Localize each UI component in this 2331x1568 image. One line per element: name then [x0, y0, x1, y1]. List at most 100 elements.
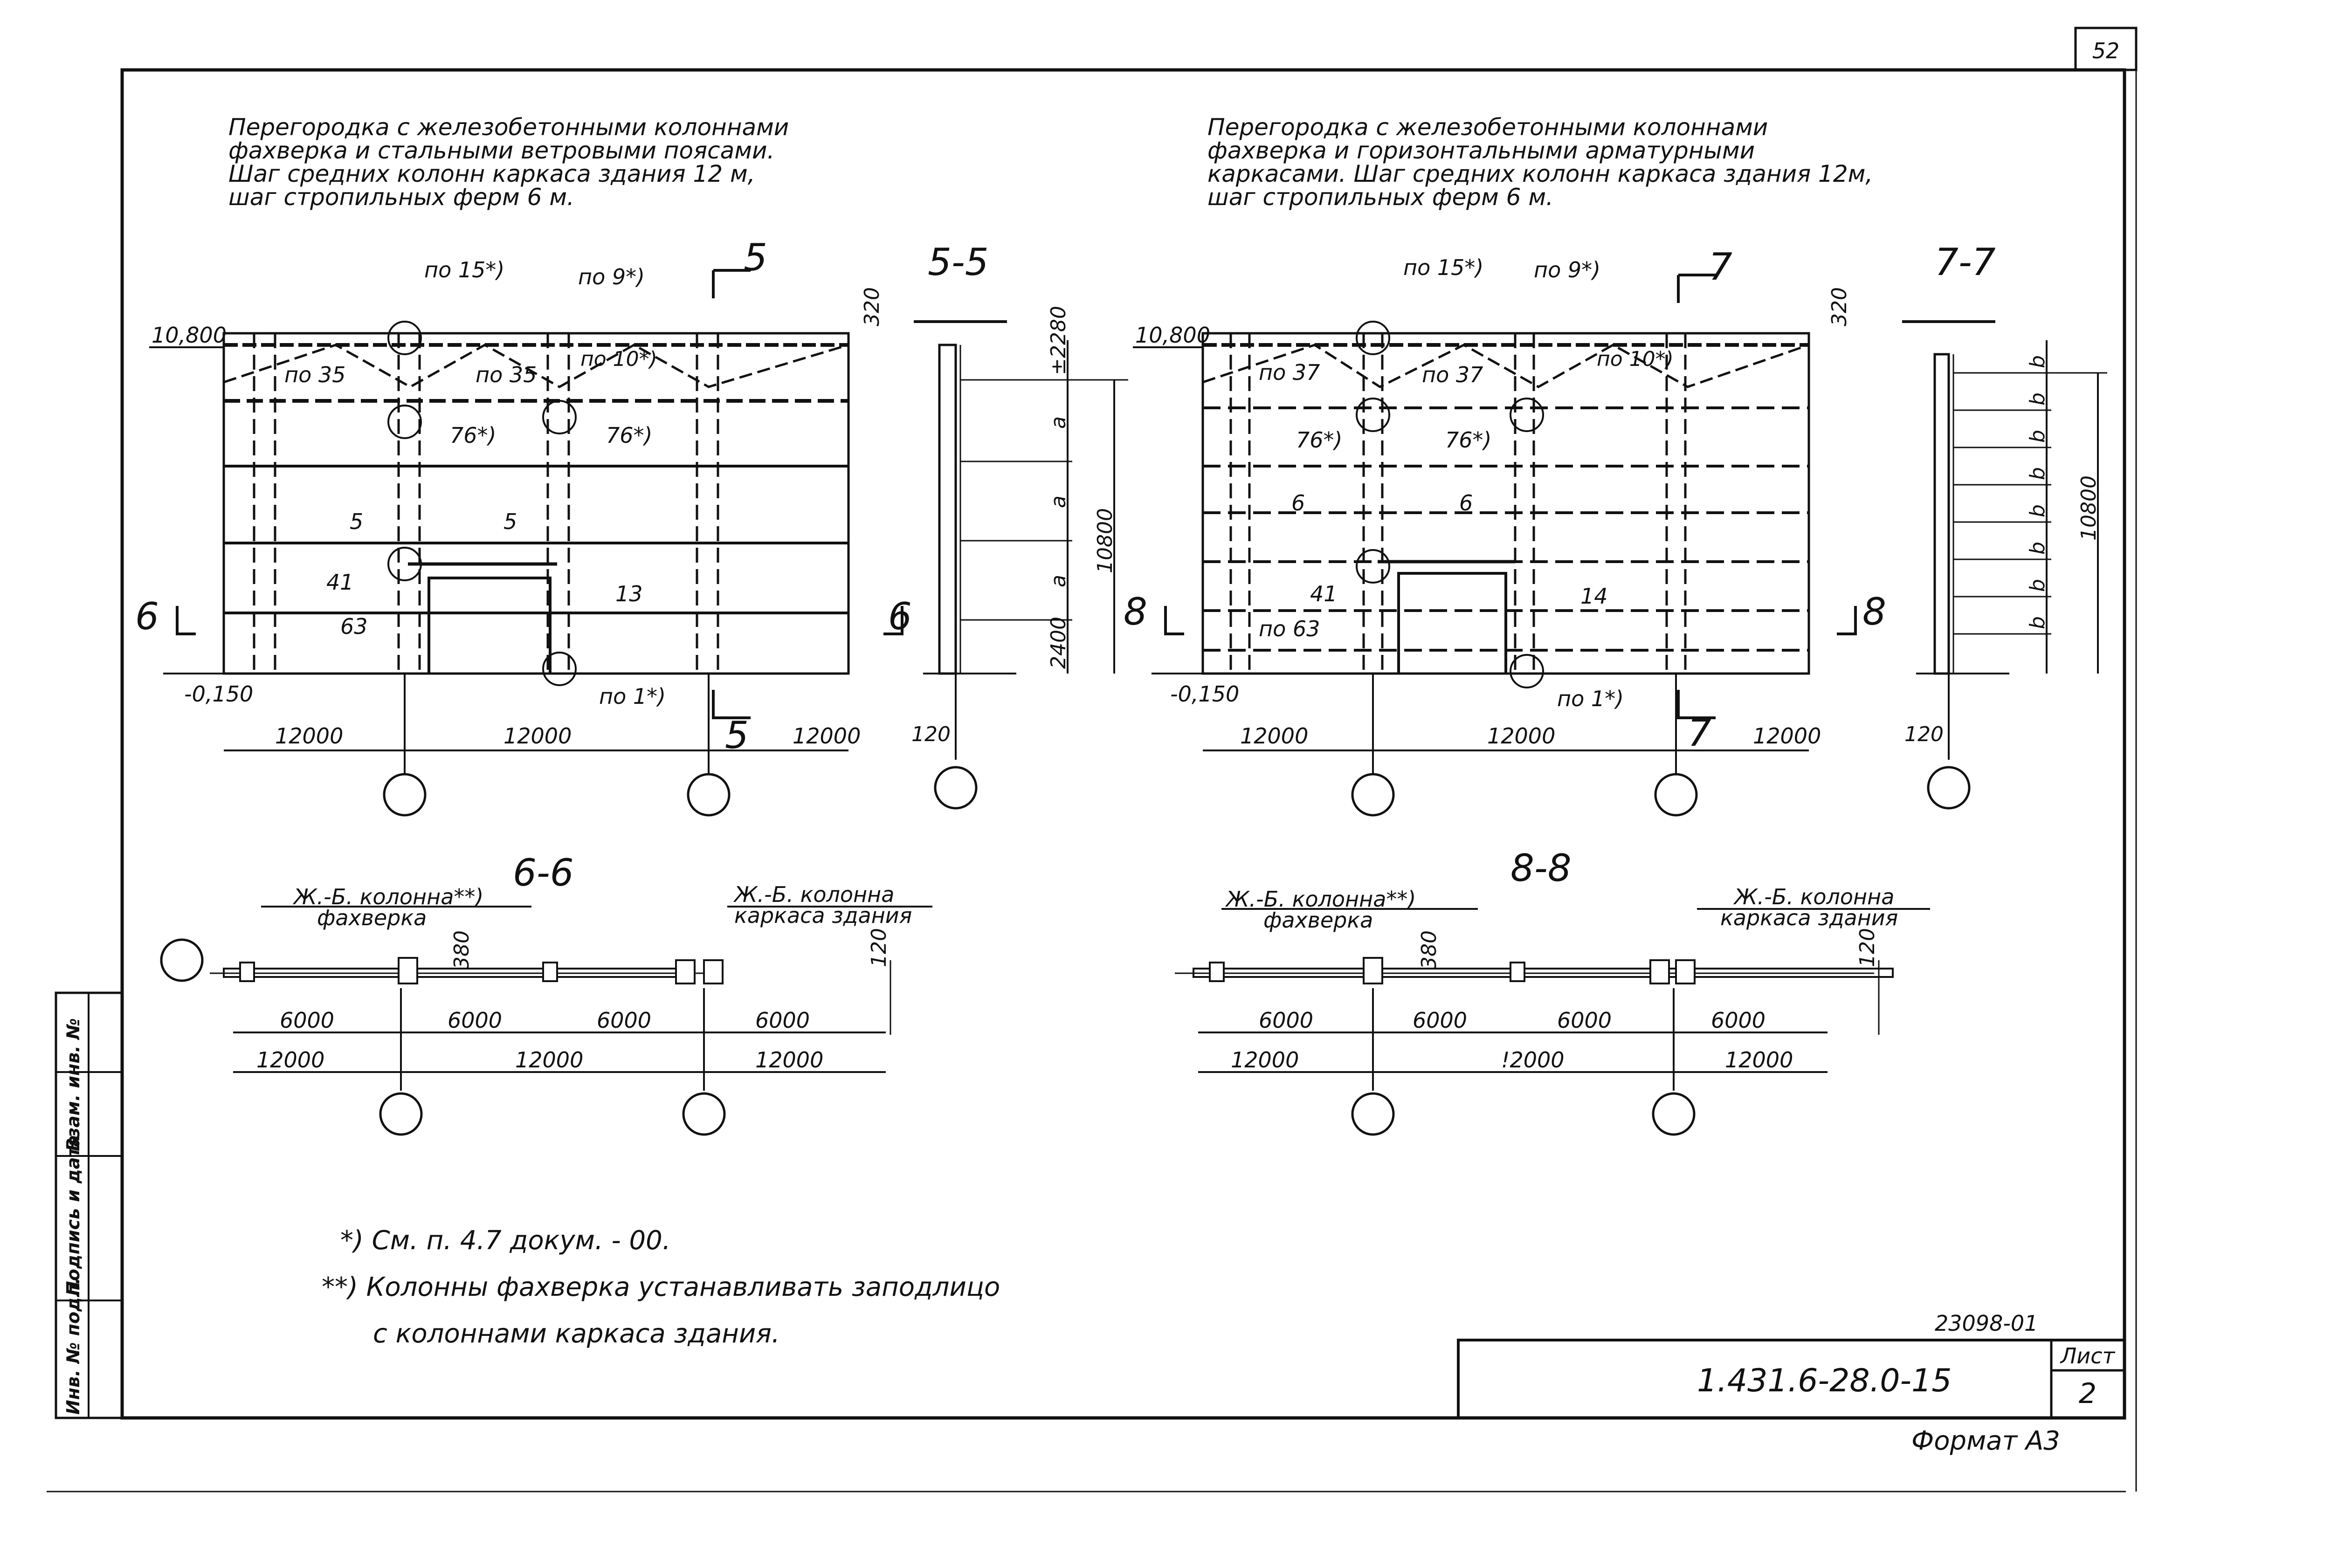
left-callout-3: по 10*) [580, 347, 657, 371]
right-callout-1: по 15*) [1403, 255, 1483, 280]
plan-8-8-span12-1: 12000 [1231, 1047, 1299, 1073]
section-5-5-dim-1: ±2280 [1047, 306, 1070, 375]
section-5-5-dim-4: a [1047, 575, 1070, 587]
note-2: **) Колонны фахверка устанавливать запод… [322, 1272, 1000, 1302]
right-dim-top: 320 [1828, 287, 1851, 326]
section-5-5-dim-5: 2400 [1047, 617, 1070, 669]
right-mark-5: 41 [1310, 581, 1338, 606]
stamp-label-3: Взам. инв. № [63, 1018, 83, 1151]
plan-8-8-label-a-1: Ж.-Б. колонна**) [1225, 887, 1416, 912]
right-span-2: 12000 [1487, 723, 1555, 749]
section-5-5-thickness: 120 [911, 722, 951, 746]
left-title-line-2: фахверка и стальными ветровыми поясами. [228, 137, 774, 164]
plan-6-6-span6-2: 6000 [448, 1008, 502, 1033]
plan-8-8-label-b-1: Ж.-Б. колонна [1733, 884, 1894, 909]
right-callout-3: по 10*) [1597, 347, 1674, 371]
right-mark-7: 14 [1580, 584, 1608, 609]
section-7-7-title: 7-7 [1935, 241, 1996, 284]
right-span-3: 12000 [1753, 723, 1821, 749]
left-level-bottom: -0,150 [184, 681, 253, 707]
plan-8-8-span12-3: 12000 [1725, 1047, 1793, 1073]
right-title-line-4: шаг стропильных ферм 6 м. [1207, 184, 1553, 211]
right-side-mark-right: 8 [1862, 590, 1886, 633]
section-5-5-title: 5-5 [928, 241, 989, 284]
left-title-line-3: Шаг средних колонн каркаса здания 12 м, [228, 160, 755, 187]
drawing-code: 1.431.6-28.0-15 [1697, 1362, 1952, 1399]
left-mark-2: по 35 [476, 362, 537, 387]
left-mark-6: 63 [340, 614, 368, 639]
plan-6-6-dim-120: 120 [867, 928, 891, 967]
plan-6-6-dim-380: 380 [450, 930, 474, 970]
right-mark-3: 6 [1291, 490, 1305, 516]
right-cut-mark-bottom: 7 [1688, 711, 1711, 755]
left-mark-5: 41 [326, 570, 354, 595]
sheet-value: 2 [2079, 1377, 2097, 1410]
section-5-5-dim-2: a [1047, 416, 1070, 429]
section-7-7 [1902, 320, 2107, 810]
left-mark-4: 5 [503, 509, 517, 534]
right-side-mark-left: 8 [1124, 590, 1147, 633]
left-span-1: 12000 [275, 723, 343, 749]
right-level-top: 10,800 [1135, 323, 1210, 348]
section-7-7-dim-4: b [2026, 467, 2049, 480]
plan-6-6-span6-4: 6000 [755, 1008, 810, 1033]
plan-8-8-span6-4: 6000 [1711, 1008, 1765, 1033]
section-7-7-dim-3: b [2026, 430, 2049, 443]
right-title-line-1: Перегородка с железобетонными колоннами [1207, 114, 1768, 141]
section-7-7-dim-1: b [2026, 355, 2049, 368]
right-mark-1: по 37 [1259, 360, 1320, 385]
right-callout-2: по 9*) [1534, 257, 1600, 282]
right-title-line-2: фахверка и горизонтальными арматурными [1207, 137, 1755, 164]
right-title: Перегородка с железобетонными колоннами … [1207, 114, 1873, 211]
left-elevation [149, 269, 903, 817]
right-mark-2: по 37 [1422, 362, 1483, 387]
left-callout-1: по 15*) [424, 257, 504, 282]
left-callout-5: 76*) [606, 423, 652, 448]
section-7-7-total: 10800 [2077, 475, 2101, 541]
plan-8-8-span6-2: 6000 [1413, 1008, 1467, 1033]
plan-8-8-label-a-2: фахверка [1263, 908, 1373, 933]
left-cut-mark-top: 5 [744, 236, 767, 279]
section-5-5-total: 10800 [1093, 508, 1117, 573]
section-7-7-dim-5: b [2026, 504, 2049, 517]
stamp-label-1: Инв. № подл. [63, 1278, 83, 1415]
sheet-frame [47, 27, 2138, 1492]
plan-6-6-span12-2: 12000 [515, 1047, 583, 1073]
note-1: *) См. п. 4.7 докум. - 00. [340, 1225, 671, 1256]
plan-6-6 [160, 906, 932, 1136]
section-7-7-dim-2: b [2026, 392, 2049, 406]
plan-8-8-span12-2: !2000 [1501, 1047, 1565, 1073]
left-level-top: 10,800 [152, 323, 227, 348]
plan-8-8-dim-380: 380 [1417, 930, 1441, 970]
left-cut-mark-bottom: 5 [725, 714, 749, 757]
note-3: с колоннами каркаса здания. [373, 1319, 780, 1349]
section-7-7-dim-8: b [2026, 616, 2049, 629]
plan-6-6-span12-3: 12000 [755, 1047, 823, 1073]
left-mark-1: по 35 [284, 362, 345, 387]
stamp-label-2: Подпись и дата [63, 1135, 83, 1296]
plan-8-8 [1175, 908, 1930, 1136]
left-mark-7: 13 [615, 581, 643, 606]
right-elevation [1133, 274, 1857, 817]
section-7-7-thickness: 120 [1904, 722, 1944, 746]
plan-8-8-title: 8-8 [1510, 846, 1572, 890]
plan-6-6-label-a-1: Ж.-Б. колонна**) [292, 884, 483, 909]
plan-6-6-label-b-2: каркаса здания [734, 903, 912, 928]
format-label: Формат А3 [1911, 1426, 2060, 1456]
plan-6-6-span6-3: 6000 [597, 1008, 651, 1033]
plan-8-8-label-b-2: каркаса здания [1720, 905, 1898, 930]
left-callout-2: по 9*) [578, 264, 645, 289]
left-callout-4: 76*) [450, 423, 496, 448]
section-5-5 [914, 320, 1128, 810]
plan-6-6-label-a-2: фахверка [317, 905, 427, 930]
right-mark-4: 6 [1459, 490, 1473, 516]
right-callout-4: 76*) [1296, 427, 1342, 453]
right-callout-5: 76*) [1445, 427, 1491, 453]
right-cut-mark-top: 7 [1709, 245, 1732, 289]
right-mark-6: по 63 [1259, 616, 1320, 641]
section-7-7-dim-6: b [2026, 542, 2049, 555]
plan-6-6-span6-1: 6000 [280, 1008, 334, 1033]
left-title: Перегородка с железобетонными колоннами … [228, 114, 789, 211]
sheet-label: Лист [2060, 1343, 2116, 1369]
